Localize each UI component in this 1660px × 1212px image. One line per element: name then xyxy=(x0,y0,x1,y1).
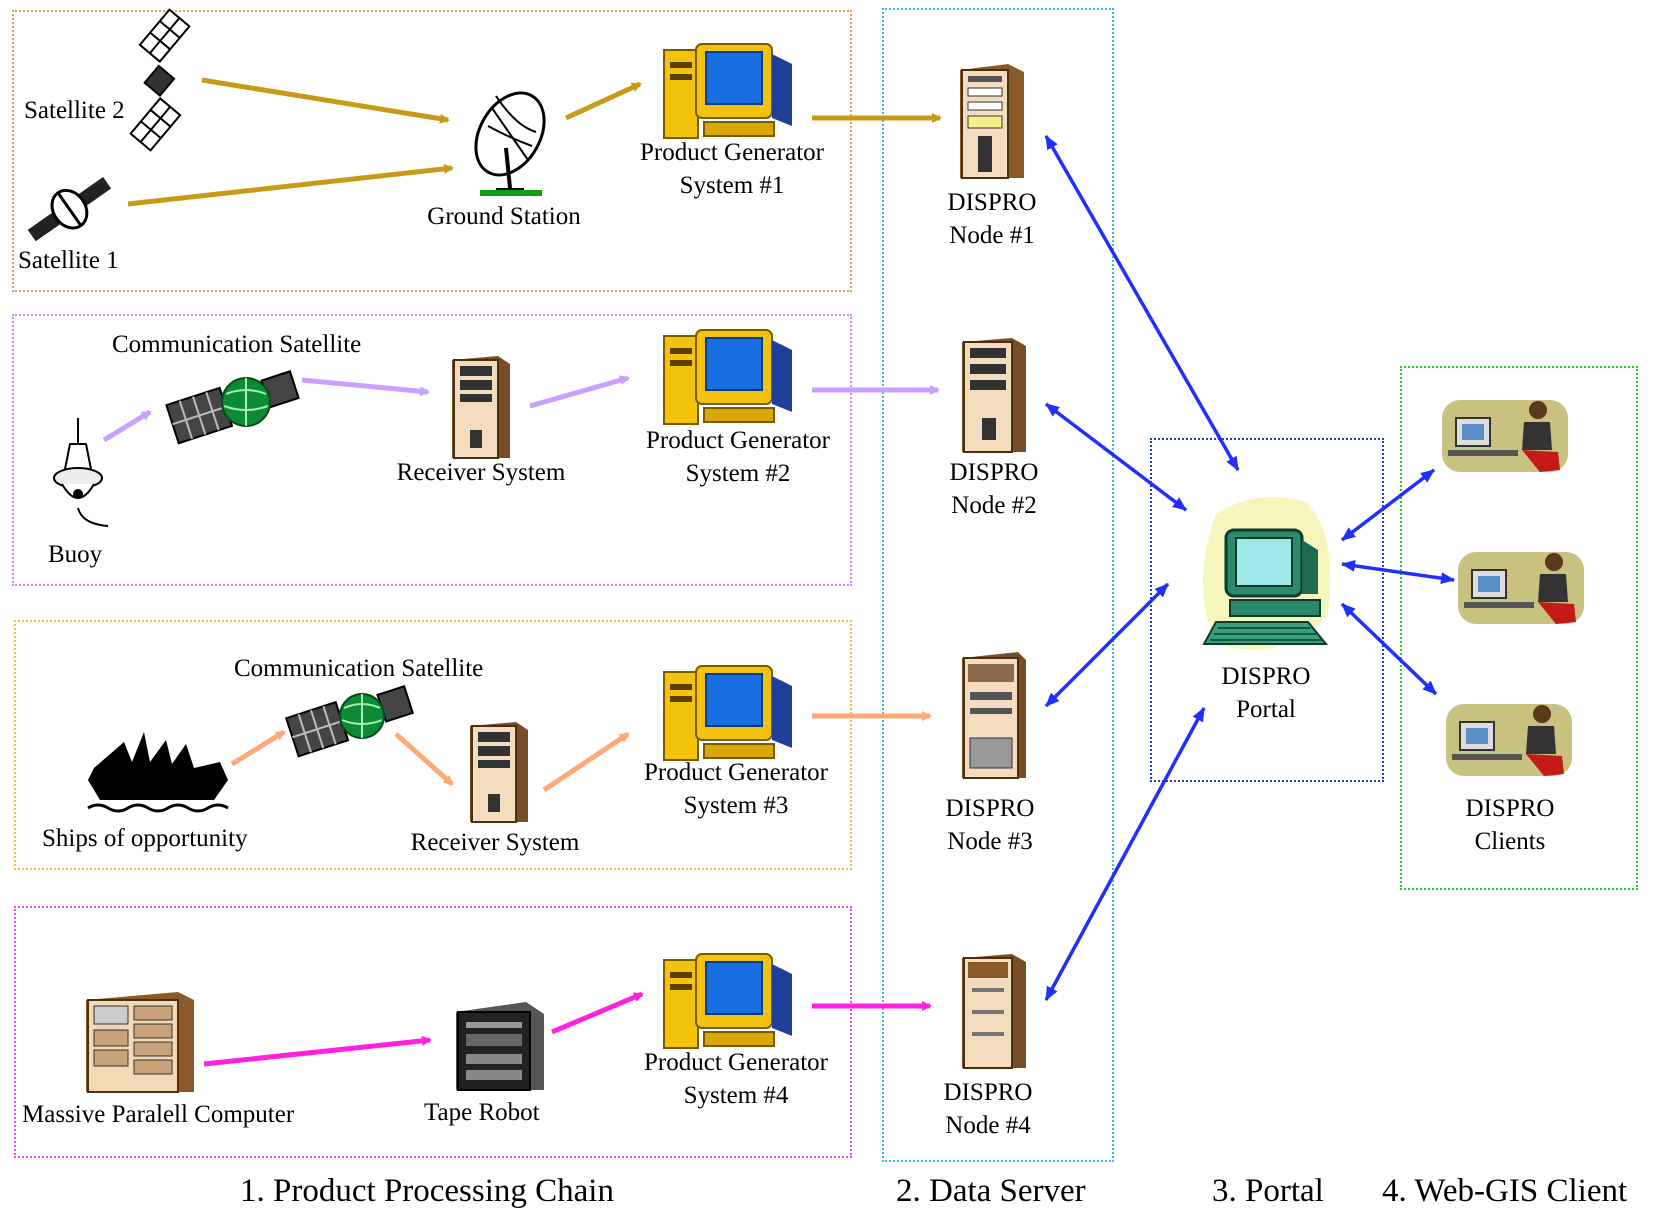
server-tower-icon xyxy=(452,356,510,459)
label-line: Node #2 xyxy=(951,492,1037,519)
label-receiver-system: Receiver System xyxy=(396,459,566,486)
label-product-generator-4: Product Generator System #4 xyxy=(618,1046,854,1112)
tape-robot-icon xyxy=(456,1002,544,1091)
label-line: System #1 xyxy=(679,172,785,199)
buoy-icon xyxy=(53,418,109,527)
satellite-icon xyxy=(129,8,191,152)
label-product-generator-1: Product Generator System #1 xyxy=(614,136,850,202)
label-product-generator-2: Product Generator System #2 xyxy=(620,424,856,490)
label-communication-satellite: Communication Satellite xyxy=(234,655,484,682)
client-user-icon xyxy=(1458,552,1584,624)
row1-box xyxy=(12,10,852,292)
server-tower-icon xyxy=(960,64,1024,179)
client-user-icon xyxy=(1442,400,1568,472)
row4-box xyxy=(14,906,852,1158)
label-line: DISPRO xyxy=(947,189,1037,216)
row2-box xyxy=(12,314,852,586)
caption-web-gis-client: 4. Web-GIS Client xyxy=(1382,1173,1628,1209)
label-receiver-system: Receiver System xyxy=(410,829,580,856)
label-line: DISPRO xyxy=(943,1079,1033,1106)
label-line: Product Generator xyxy=(644,1049,828,1076)
label-ships-of-opportunity: Ships of opportunity xyxy=(42,825,248,852)
label-line: DISPRO xyxy=(949,459,1039,486)
label-line: DISPRO xyxy=(945,795,1035,822)
label-satellite-2: Satellite 2 xyxy=(24,97,125,124)
label-line: Product Generator xyxy=(646,427,830,454)
label-line: System #2 xyxy=(685,460,791,487)
portal-computer-icon xyxy=(1202,497,1331,650)
label-communication-satellite: Communication Satellite xyxy=(112,331,362,358)
workstation-icon xyxy=(663,953,792,1049)
caption-product-processing-chain: 1. Product Processing Chain xyxy=(240,1173,614,1209)
label-line: Node #3 xyxy=(947,828,1033,855)
label-line: System #4 xyxy=(683,1082,789,1109)
label-node-4: DISPRO Node #4 xyxy=(928,1076,1048,1142)
label-node-2: DISPRO Node #2 xyxy=(934,456,1054,522)
mainframe-icon xyxy=(86,992,194,1093)
label-node-3: DISPRO Node #3 xyxy=(930,792,1050,858)
label-ground-station: Ground Station xyxy=(427,203,581,230)
workstation-icon xyxy=(663,665,792,761)
label-line: Product Generator xyxy=(644,759,828,786)
label-line: Node #4 xyxy=(945,1112,1031,1139)
label-line: DISPRO xyxy=(1465,795,1555,822)
label-line: Portal xyxy=(1236,696,1296,723)
satellite-icon xyxy=(27,177,112,242)
satellite-icon xyxy=(165,370,300,445)
label-clients: DISPRO Clients xyxy=(1450,792,1570,858)
caption-data-server: 2. Data Server xyxy=(896,1173,1086,1209)
label-product-generator-3: Product Generator System #3 xyxy=(618,756,854,822)
server-tower-icon xyxy=(962,954,1026,1069)
server-tower-icon xyxy=(470,722,528,823)
label-buoy: Buoy xyxy=(48,541,103,568)
label-massive-parallel-computer: Massive Paralell Computer xyxy=(22,1101,295,1128)
server-tower-icon xyxy=(962,338,1026,453)
label-tape-robot: Tape Robot xyxy=(424,1099,540,1126)
server-tower-icon xyxy=(962,652,1026,779)
workstation-icon xyxy=(663,43,792,139)
label-node-1: DISPRO Node #1 xyxy=(932,186,1052,252)
dish-antenna-icon xyxy=(474,91,546,196)
label-line: Clients xyxy=(1474,828,1546,855)
label-satellite-1: Satellite 1 xyxy=(18,247,119,274)
client-user-icon xyxy=(1446,704,1572,776)
label-portal: DISPRO Portal xyxy=(1206,660,1326,726)
satellite-icon xyxy=(284,684,415,758)
label-line: Product Generator xyxy=(640,139,824,166)
label-line: Node #1 xyxy=(949,222,1035,249)
label-line: System #3 xyxy=(683,792,789,819)
caption-portal: 3. Portal xyxy=(1212,1173,1324,1209)
ship-icon xyxy=(87,732,229,813)
label-line: DISPRO xyxy=(1221,663,1311,690)
row3-box xyxy=(14,620,852,870)
workstation-icon xyxy=(663,329,792,425)
